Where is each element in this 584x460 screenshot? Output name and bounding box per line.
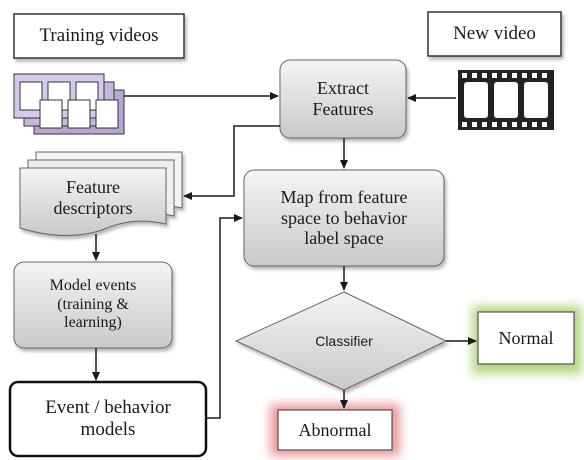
film-strip-stack-icon (13, 73, 125, 135)
model-events-box (13, 261, 173, 349)
new-video-box (427, 11, 562, 57)
normal-label: Normal (498, 327, 554, 348)
connectors (92, 92, 477, 419)
arrow-extract-to-descriptors (183, 125, 280, 200)
abnormal-box (277, 409, 393, 451)
training-videos-box (13, 13, 185, 59)
arrow-models-to-map (206, 214, 243, 419)
new-video-label: New video (453, 23, 536, 45)
film-strip-icon (458, 70, 554, 130)
event-behavior-models-label: Event / behavior models (45, 397, 171, 440)
classifier-label: Classifier (315, 332, 373, 349)
extract-features-label: Extract Features (312, 78, 374, 119)
normal-box (477, 311, 575, 365)
extract-features-box (279, 59, 407, 139)
model-events-label: Model events (training & learning) (49, 277, 137, 332)
feature-descriptors-shape (19, 151, 183, 236)
feature-descriptors-label: Feature descriptors (53, 177, 133, 218)
event-behavior-models-box (8, 380, 208, 458)
map-feature-space-label: Map from feature space to behavior label… (280, 186, 408, 249)
training-videos-label: Training videos (39, 25, 159, 47)
abnormal-label: Abnormal (298, 419, 372, 440)
